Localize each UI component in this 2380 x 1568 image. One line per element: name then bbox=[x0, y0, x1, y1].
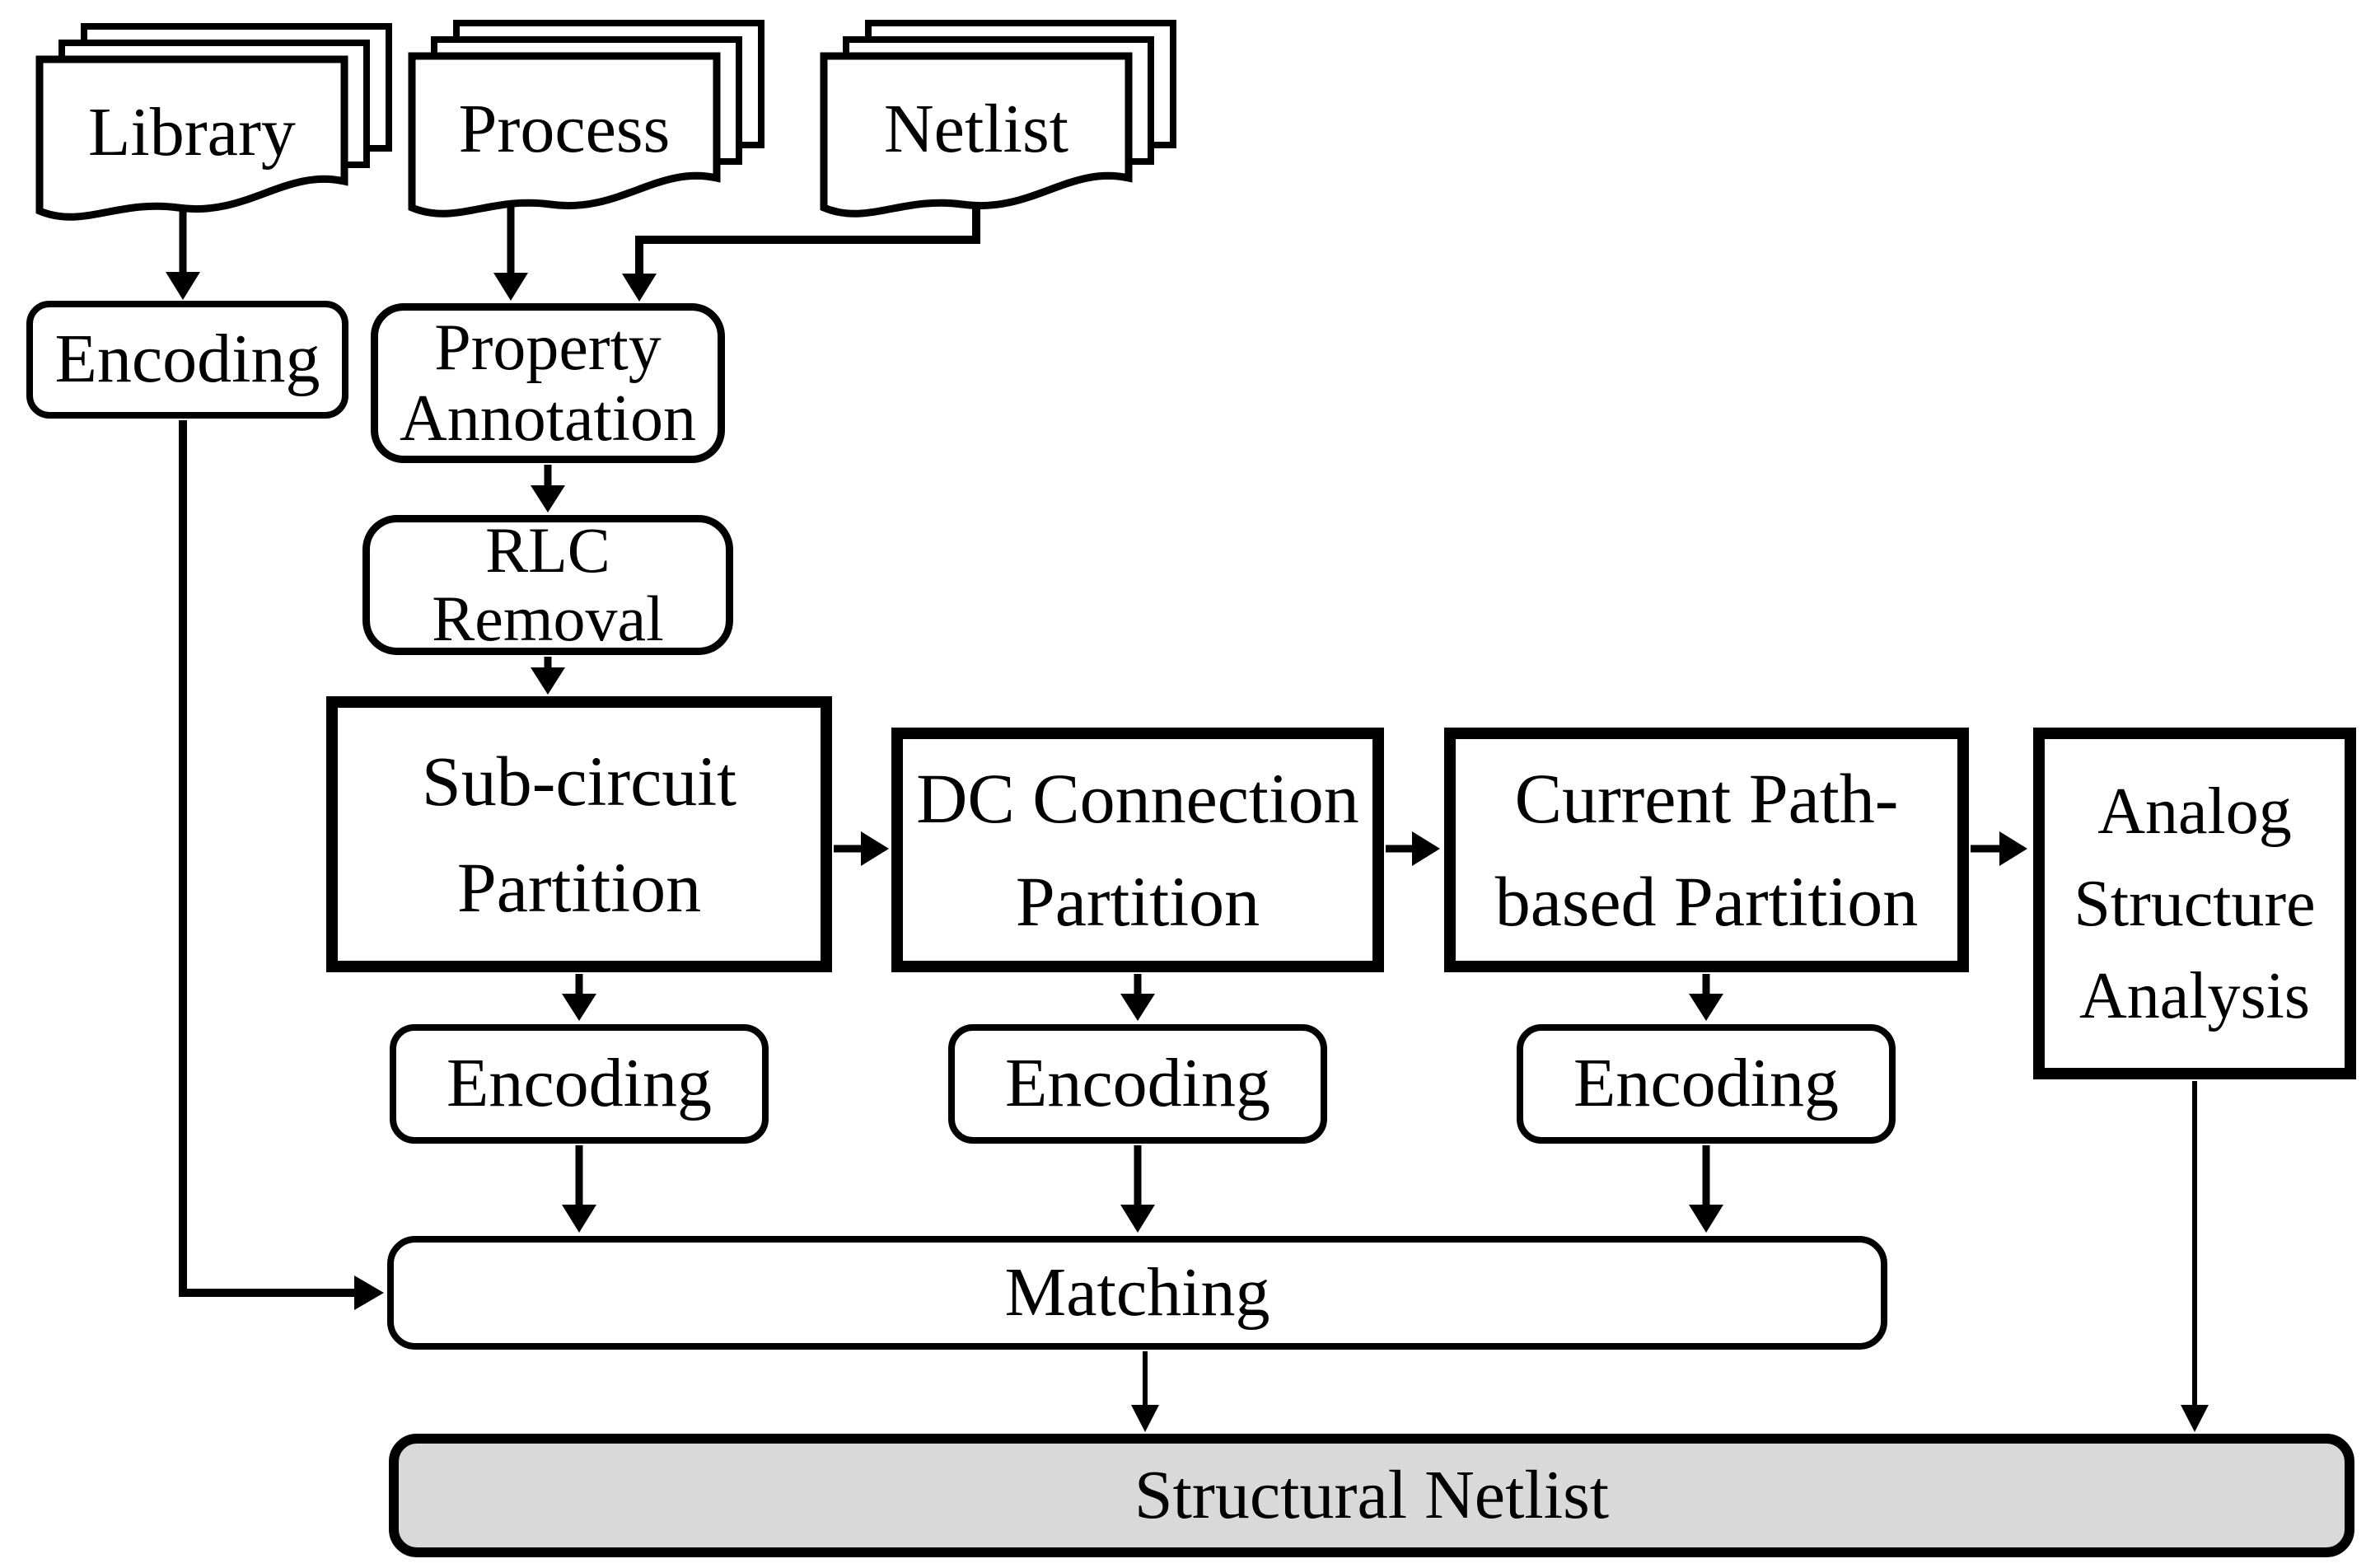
arrow-library-encoding-to-matching bbox=[179, 420, 384, 1310]
arrow-current-to-asa bbox=[1971, 831, 2027, 866]
arrow-netlist-to-property-annotation bbox=[622, 206, 980, 302]
arrow-process-to-property-annotation bbox=[493, 204, 528, 301]
box-encoding-subcircuit: Encoding bbox=[390, 1024, 769, 1144]
arrow-property-annotation-to-rlc-removal bbox=[531, 465, 565, 513]
arrow-encoding-subcircuit-to-matching bbox=[562, 1145, 596, 1233]
document-stack-netlist bbox=[820, 20, 1176, 218]
box-label: Encoding bbox=[1573, 1045, 1839, 1122]
document-stack-library bbox=[35, 23, 392, 221]
box-label: Structural Netlist bbox=[1134, 1456, 1610, 1533]
box-label-line: Current Path- bbox=[1514, 758, 1899, 838]
box-label-line: Analysis bbox=[2079, 959, 2310, 1032]
box-matching: Matching bbox=[387, 1236, 1887, 1350]
box-label-line: Partition bbox=[1015, 861, 1260, 941]
arrow-current-to-encoding bbox=[1689, 974, 1723, 1021]
document-label-library: Library bbox=[88, 93, 296, 171]
arrow-dc-to-current bbox=[1386, 831, 1440, 866]
document-label-process: Process bbox=[458, 90, 671, 167]
arrow-encoding-dc-to-matching bbox=[1120, 1145, 1155, 1233]
box-label-line: Sub-circuit bbox=[421, 741, 737, 821]
box-property-annotation: Property Annotation bbox=[371, 303, 725, 463]
box-encoding-library: Encoding bbox=[26, 301, 348, 419]
arrow-dc-to-encoding bbox=[1120, 974, 1155, 1021]
box-label-line: Property bbox=[434, 311, 662, 384]
box-label-line: Analog bbox=[2097, 775, 2292, 848]
box-label-line: Partition bbox=[456, 847, 702, 927]
arrow-library-to-encoding bbox=[166, 211, 200, 300]
arrow-matching-to-structural-netlist bbox=[1131, 1351, 1159, 1432]
box-label: Encoding bbox=[447, 1045, 712, 1122]
arrow-encoding-current-to-matching bbox=[1689, 1145, 1723, 1233]
box-label-line: DC Connection bbox=[916, 758, 1359, 838]
box-label: Encoding bbox=[1005, 1045, 1270, 1122]
box-encoding-current: Encoding bbox=[1517, 1024, 1896, 1144]
box-label-line: RLC bbox=[485, 514, 610, 587]
box-analog-structure-analysis: Analog Structure Analysis bbox=[2033, 728, 2356, 1079]
box-label-line: Removal bbox=[432, 583, 664, 654]
arrow-asa-to-structural-netlist bbox=[2181, 1081, 2209, 1432]
box-rlc-removal: RLC Removal bbox=[362, 515, 733, 655]
box-structural-netlist: Structural Netlist bbox=[389, 1434, 2354, 1557]
box-label: Matching bbox=[1004, 1253, 1270, 1331]
box-subcircuit-partition: Sub-circuit Partition bbox=[326, 696, 832, 972]
box-encoding-dc: Encoding bbox=[948, 1024, 1327, 1144]
document-stack-process bbox=[408, 20, 764, 218]
box-current-path-partition: Current Path- based Partition bbox=[1444, 728, 1969, 972]
arrow-subcircuit-to-encoding bbox=[562, 974, 596, 1021]
box-label: Encoding bbox=[54, 321, 320, 398]
box-label-line: based Partition bbox=[1494, 861, 1919, 941]
box-label-line: Annotation bbox=[400, 382, 696, 455]
document-label-netlist: Netlist bbox=[884, 90, 1068, 167]
arrow-subcircuit-to-dc bbox=[834, 831, 889, 866]
arrow-rlc-removal-to-subcircuit bbox=[531, 657, 565, 695]
box-dc-connection-partition: DC Connection Partition bbox=[891, 728, 1384, 972]
box-label-line: Structure bbox=[2074, 867, 2316, 940]
